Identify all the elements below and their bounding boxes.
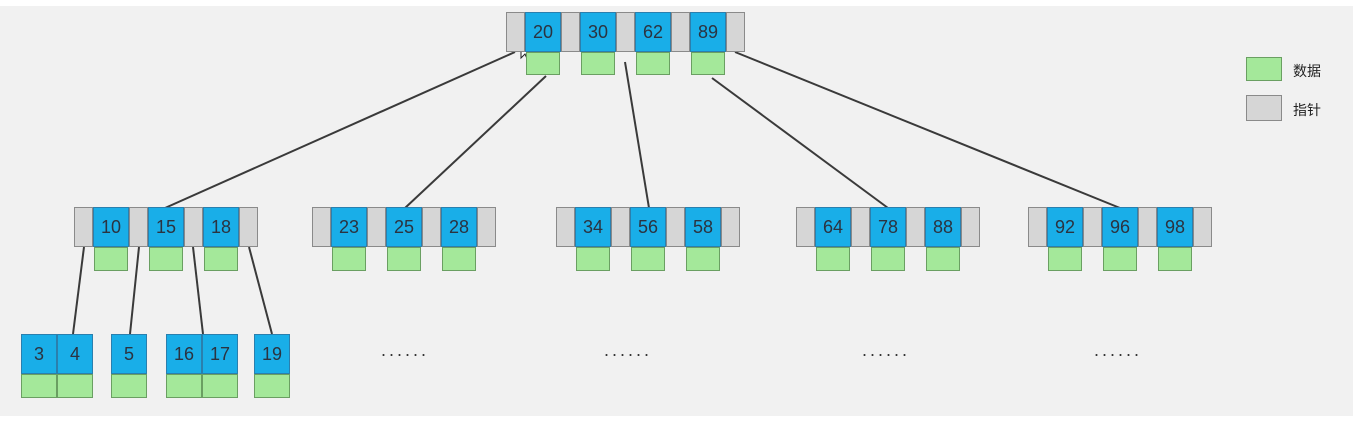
level1-node-1-data-1 [387, 247, 421, 271]
level1-node-2-key-1: 56 [630, 207, 666, 247]
level1-node-1-key-2: 28 [441, 207, 477, 247]
level1-node-0-data-1 [149, 247, 183, 271]
root-node-data-2 [636, 52, 670, 75]
level1-node-1-key-0: 23 [331, 207, 367, 247]
root-node-key-2: 62 [635, 12, 671, 52]
level1-node-3-key-0: 64 [815, 207, 851, 247]
level1-node-4-pointer-3 [1193, 207, 1212, 247]
legend-pointer-swatch [1246, 95, 1282, 121]
level1-node-2-data-0 [576, 247, 610, 271]
leaf-node-3-key-0: 19 [254, 334, 290, 374]
leaf-node-0-data-0 [21, 374, 57, 398]
level1-node-3-pointer-1 [851, 207, 870, 247]
level1-node-2-key-2: 58 [685, 207, 721, 247]
level1-node-4-key-2: 98 [1157, 207, 1193, 247]
leaf-node-2-data-1 [202, 374, 238, 398]
legend-pointer-label: 指针 [1293, 102, 1321, 118]
leaf-node-3-data-0 [254, 374, 290, 398]
legend-data-swatch [1246, 57, 1282, 81]
leaf-node-2-key-0: 16 [166, 334, 202, 374]
level1-node-0-key-0: 10 [93, 207, 129, 247]
leaf-node-0-data-1 [57, 374, 93, 398]
root-node-pointer-4 [726, 12, 745, 52]
level1-node-0-pointer-0 [74, 207, 93, 247]
leaf-node-2-data-0 [166, 374, 202, 398]
root-node-pointer-1 [561, 12, 580, 52]
level1-node-3-data-1 [871, 247, 905, 271]
level1-node-4-data-1 [1103, 247, 1137, 271]
level1-node-0-pointer-2 [184, 207, 203, 247]
level1-node-4-pointer-0 [1028, 207, 1047, 247]
level1-node-2-data-2 [686, 247, 720, 271]
level1-node-3-data-0 [816, 247, 850, 271]
root-node-key-1: 30 [580, 12, 616, 52]
level1-node-2-key-0: 34 [575, 207, 611, 247]
level1-node-2-pointer-0 [556, 207, 575, 247]
root-node-data-3 [691, 52, 725, 75]
leaf-node-0-key-1: 4 [57, 334, 93, 374]
level1-node-2-pointer-2 [666, 207, 685, 247]
root-node-key-0: 20 [525, 12, 561, 52]
level1-node-0-pointer-3 [239, 207, 258, 247]
level1-node-3-pointer-3 [961, 207, 980, 247]
legend-data-label: 数据 [1293, 63, 1321, 79]
level1-node-3-key-1: 78 [870, 207, 906, 247]
level1-node-4-pointer-2 [1138, 207, 1157, 247]
level1-node-2-pointer-1 [611, 207, 630, 247]
level1-node-1-key-1: 25 [386, 207, 422, 247]
level1-node-0-key-2: 18 [203, 207, 239, 247]
root-node-data-0 [526, 52, 560, 75]
ellipsis-3: ...... [1094, 340, 1143, 360]
level1-node-1-data-0 [332, 247, 366, 271]
leaf-node-1-data-0 [111, 374, 147, 398]
level1-node-1-pointer-1 [367, 207, 386, 247]
level1-node-1-pointer-3 [477, 207, 496, 247]
level1-node-3-key-2: 88 [925, 207, 961, 247]
root-node-pointer-2 [616, 12, 635, 52]
level1-node-0-data-2 [204, 247, 238, 271]
leaf-node-0-key-0: 3 [21, 334, 57, 374]
leaf-node-2-key-1: 17 [202, 334, 238, 374]
level1-node-4-key-0: 92 [1047, 207, 1083, 247]
ellipsis-0: ...... [381, 340, 430, 360]
level1-node-0-pointer-1 [129, 207, 148, 247]
leaf-node-1-key-0: 5 [111, 334, 147, 374]
ellipsis-2: ...... [862, 340, 911, 360]
root-node-pointer-0 [506, 12, 525, 52]
ellipsis-1: ...... [604, 340, 653, 360]
level1-node-3-data-2 [926, 247, 960, 271]
level1-node-4-key-1: 96 [1102, 207, 1138, 247]
root-node-key-3: 89 [690, 12, 726, 52]
level1-node-4-data-0 [1048, 247, 1082, 271]
level1-node-1-pointer-2 [422, 207, 441, 247]
level1-node-4-data-2 [1158, 247, 1192, 271]
level1-node-1-pointer-0 [312, 207, 331, 247]
root-node-data-1 [581, 52, 615, 75]
level1-node-0-key-1: 15 [148, 207, 184, 247]
level1-node-1-data-2 [442, 247, 476, 271]
level1-node-2-pointer-3 [721, 207, 740, 247]
root-node-pointer-3 [671, 12, 690, 52]
level1-node-3-pointer-0 [796, 207, 815, 247]
level1-node-3-pointer-2 [906, 207, 925, 247]
level1-node-4-pointer-1 [1083, 207, 1102, 247]
level1-node-2-data-1 [631, 247, 665, 271]
level1-node-0-data-0 [94, 247, 128, 271]
